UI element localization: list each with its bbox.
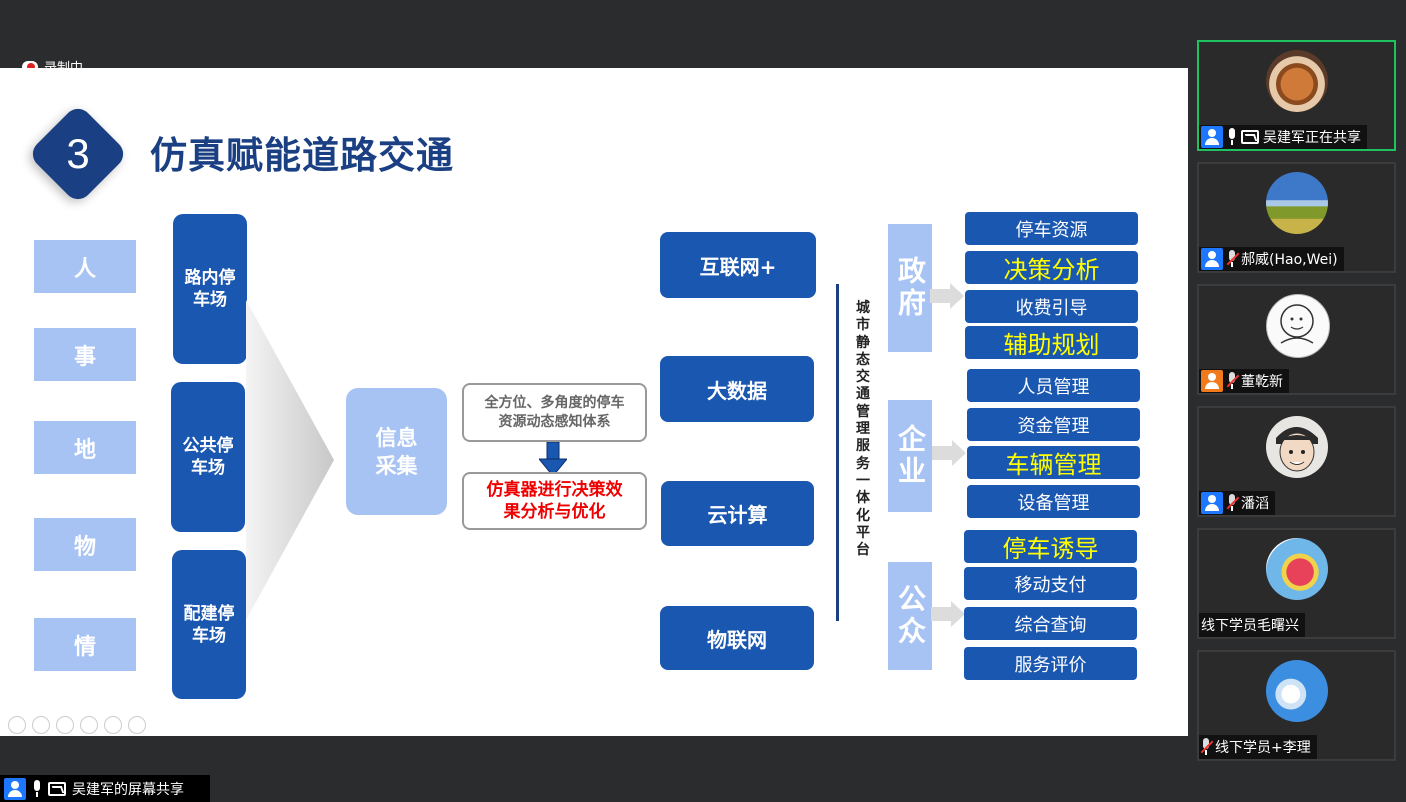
mic-muted-icon bbox=[1226, 250, 1240, 268]
platform-divider bbox=[836, 284, 839, 621]
participant-name-bar: 董乾新 bbox=[1199, 369, 1289, 393]
mic-icon bbox=[1227, 128, 1237, 146]
avatar bbox=[1266, 538, 1328, 600]
right-arrow-icon bbox=[931, 601, 965, 627]
screen-share-label: 吴建军的屏幕共享 bbox=[72, 781, 184, 798]
screen-share-bar[interactable]: 吴建军的屏幕共享 bbox=[0, 775, 210, 802]
pub-item-parking-guidance: 停车诱导 bbox=[964, 530, 1137, 563]
convergence-arrow-icon bbox=[246, 300, 334, 620]
left-item-people: 人 bbox=[34, 240, 136, 293]
pub-item-mobile-payment: 移动支付 bbox=[964, 567, 1137, 600]
section-government-label: 政府 bbox=[894, 256, 927, 320]
section-number: 3 bbox=[66, 130, 90, 177]
slides-icon[interactable] bbox=[80, 716, 98, 734]
section-public-label: 公众 bbox=[894, 584, 927, 648]
mic-muted-icon bbox=[1226, 372, 1240, 390]
ent-item-vehicles: 车辆管理 bbox=[967, 446, 1140, 479]
mic-muted-icon bbox=[1226, 494, 1240, 512]
tech-iot: 物联网 bbox=[660, 606, 814, 670]
participant-name: 线下学员毛曙兴 bbox=[1201, 618, 1299, 634]
pub-item-service-rating: 服务评价 bbox=[964, 647, 1137, 680]
avatar bbox=[1266, 294, 1330, 358]
user-icon bbox=[1201, 126, 1223, 148]
down-arrow-icon bbox=[539, 442, 567, 476]
participant-name-bar: 吴建军正在共享 bbox=[1199, 125, 1367, 149]
section-public: 公众 bbox=[888, 562, 932, 670]
ent-item-funds: 资金管理 bbox=[967, 408, 1140, 441]
more-icon[interactable] bbox=[128, 716, 146, 734]
tech-cloud-computing: 云计算 bbox=[661, 481, 814, 546]
participant-name-bar: 潘滔 bbox=[1199, 491, 1275, 515]
slide-title: 仿真赋能道路交通 bbox=[150, 134, 454, 177]
tech-internet-plus: 互联网+ bbox=[660, 232, 816, 298]
user-icon bbox=[4, 777, 26, 800]
simulator-box: 仿真器进行决策效果分析与优化 bbox=[462, 472, 647, 530]
zoom-icon[interactable] bbox=[104, 716, 122, 734]
participant-name-bar: 郝威(Hao,Wei) bbox=[1199, 247, 1344, 271]
gov-item-decision-analysis: 决策分析 bbox=[965, 251, 1138, 284]
perception-box: 全方位、多角度的停车资源动态感知体系 bbox=[462, 383, 647, 442]
participant-name: 董乾新 bbox=[1241, 374, 1283, 390]
participant-tile[interactable]: 线下学员+李理 bbox=[1197, 650, 1396, 761]
participant-name-bar: 线下学员毛曙兴 bbox=[1199, 613, 1305, 637]
pub-item-query: 综合查询 bbox=[964, 607, 1137, 640]
participant-name: 线下学员+李理 bbox=[1215, 740, 1311, 756]
mic-icon[interactable] bbox=[32, 779, 42, 798]
user-icon bbox=[1201, 492, 1223, 514]
screen-share-icon bbox=[1241, 130, 1259, 144]
participant-tile[interactable]: 董乾新 bbox=[1197, 284, 1396, 395]
avatar bbox=[1266, 416, 1328, 478]
gov-item-fee-guidance: 收费引导 bbox=[965, 290, 1138, 323]
section-enterprise-label: 企业 bbox=[894, 424, 927, 488]
participant-name-bar: 线下学员+李理 bbox=[1199, 735, 1317, 759]
prev-slide-icon[interactable] bbox=[8, 716, 26, 734]
platform-label: 城市静态交通管理服务一体化平台 bbox=[856, 300, 870, 559]
participant-tile[interactable]: 线下学员毛曙兴 bbox=[1197, 528, 1396, 639]
tech-big-data: 大数据 bbox=[660, 356, 814, 422]
avatar bbox=[1266, 50, 1328, 112]
participant-name: 潘滔 bbox=[1241, 496, 1269, 512]
left-item-situations: 情 bbox=[34, 618, 136, 671]
parking-onstreet: 路内停车场 bbox=[173, 214, 247, 364]
gov-item-planning-aid: 辅助规划 bbox=[965, 326, 1138, 359]
avatar bbox=[1266, 172, 1328, 234]
participant-tile[interactable]: 吴建军正在共享 bbox=[1197, 40, 1396, 151]
participant-name: 郝威(Hao,Wei) bbox=[1241, 252, 1338, 268]
section-enterprise: 企业 bbox=[888, 400, 932, 512]
user-icon bbox=[1201, 370, 1223, 392]
info-collection-box: 信息采集 bbox=[346, 388, 447, 515]
left-item-places: 地 bbox=[34, 421, 136, 474]
left-item-events: 事 bbox=[34, 328, 136, 381]
screen-share-icon bbox=[48, 781, 66, 796]
participant-tile[interactable]: 潘滔 bbox=[1197, 406, 1396, 517]
user-icon bbox=[1201, 248, 1223, 270]
avatar bbox=[1266, 660, 1328, 722]
parking-public: 公共停车场 bbox=[171, 382, 245, 532]
participant-tile[interactable]: 郝威(Hao,Wei) bbox=[1197, 162, 1396, 273]
mic-muted-icon bbox=[1200, 738, 1214, 756]
parking-attached: 配建停车场 bbox=[172, 550, 246, 699]
ent-item-equipment: 设备管理 bbox=[967, 485, 1140, 518]
next-slide-icon[interactable] bbox=[32, 716, 50, 734]
slide-toolbar bbox=[8, 716, 146, 734]
section-government: 政府 bbox=[888, 224, 932, 352]
left-item-objects: 物 bbox=[34, 518, 136, 571]
participant-name: 吴建军正在共享 bbox=[1263, 130, 1361, 146]
right-arrow-icon bbox=[932, 440, 966, 466]
ent-item-personnel: 人员管理 bbox=[967, 369, 1140, 402]
right-arrow-icon bbox=[930, 283, 964, 309]
pen-icon[interactable] bbox=[56, 716, 74, 734]
gov-item-parking-resource: 停车资源 bbox=[965, 212, 1138, 245]
